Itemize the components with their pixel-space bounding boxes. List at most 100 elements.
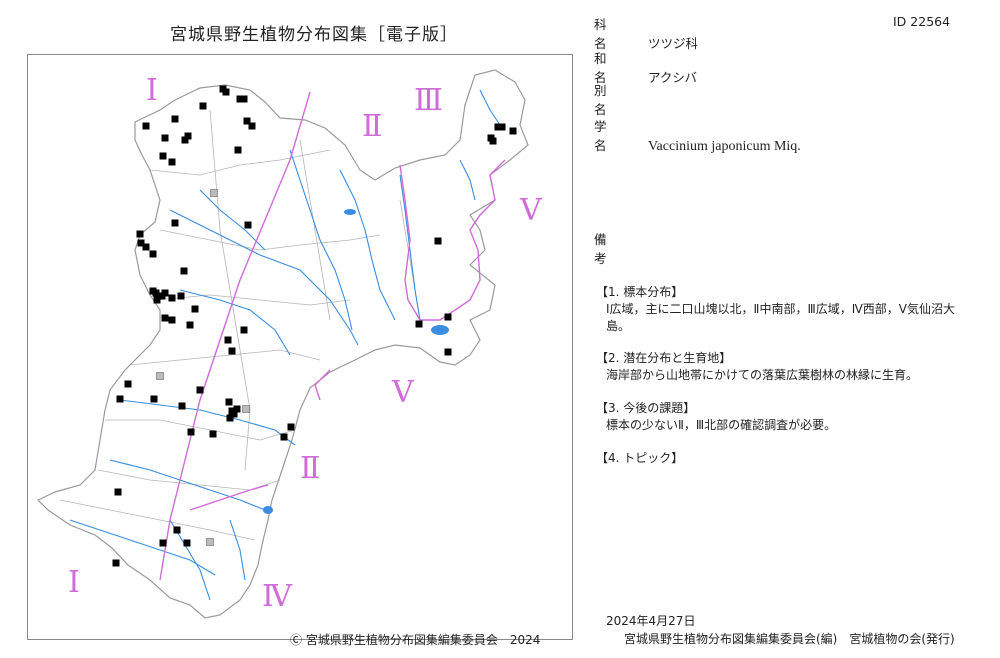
specimen-marker — [116, 395, 124, 403]
specimen-marker — [177, 292, 185, 300]
specimen-marker — [161, 134, 169, 142]
uncertain-marker — [242, 405, 250, 413]
uncertain-marker — [156, 372, 164, 380]
specimen-marker — [230, 410, 238, 418]
specimen-marker — [137, 239, 145, 247]
specimen-marker — [159, 539, 167, 547]
specimen-marker — [142, 122, 150, 130]
specimen-marker — [434, 237, 442, 245]
specimen-marker — [171, 115, 179, 123]
japanese-name-row: 和 名アクシバ — [594, 48, 697, 86]
specimen-marker — [225, 398, 233, 406]
specimen-marker — [444, 313, 452, 321]
notes-row: 備 考 — [594, 229, 648, 267]
specimen-marker — [228, 347, 236, 355]
specimen-marker — [153, 296, 161, 304]
notes-label: 備 考 — [594, 232, 615, 266]
region-label-v-east: Ⅴ — [519, 193, 543, 228]
map-title: 宮城県野生植物分布図集［電子版］ — [170, 25, 458, 45]
section-habitat: 【2. 潜在分布と生育地】 海岸部から山地帯にかけての落葉広葉樹林の林縁に生育。 — [596, 350, 976, 384]
family-row: 科 名ツツジ科 — [594, 14, 698, 52]
specimen-marker — [498, 123, 506, 131]
specimen-marker — [226, 414, 234, 422]
specimen-marker — [142, 243, 150, 251]
specimen-marker — [240, 95, 248, 103]
footer-publisher: 宮城県野生植物分布図集編集委員会(編) 宮城植物の会(発行) — [624, 632, 955, 646]
specimen-marker — [287, 423, 295, 431]
specimen-marker — [161, 289, 169, 297]
specimen-marker — [168, 158, 176, 166]
specimen-marker — [187, 428, 195, 436]
region-label-i-north: Ⅰ — [146, 73, 158, 108]
section-specimen-distribution: 【1. 標本分布】 Ⅰ広域，主に二口山塊以北，Ⅱ中南部，Ⅲ広域，Ⅳ西部，Ⅴ気仙沼… — [596, 284, 976, 335]
specimen-marker — [244, 221, 252, 229]
specimen-marker — [240, 326, 248, 334]
family-label: 科 名 — [594, 17, 615, 51]
region-label-iv: Ⅳ — [262, 579, 293, 614]
specimen-marker — [509, 127, 517, 135]
region-label-v-south: Ⅴ — [391, 375, 415, 410]
specimen-marker — [114, 488, 122, 496]
specimen-marker — [494, 123, 502, 131]
specimen-marker — [415, 320, 423, 328]
map-frame — [27, 54, 573, 640]
specimen-marker — [168, 316, 176, 324]
specimen-marker — [171, 219, 179, 227]
specimen-marker — [159, 152, 167, 160]
specimen-marker — [173, 526, 181, 534]
specimen-marker — [124, 380, 132, 388]
lake — [263, 506, 273, 514]
japanese-name-label: 和 名 — [594, 51, 615, 85]
section-body: Ⅰ広域，主に二口山塊以北，Ⅱ中南部，Ⅲ広域，Ⅳ西部，Ⅴ気仙沼大島。 — [606, 302, 956, 333]
section-heading: 【2. 潜在分布と生育地】 — [596, 351, 732, 365]
specimen-marker — [234, 146, 242, 154]
specimen-marker — [248, 122, 256, 130]
specimen-marker — [209, 430, 217, 438]
section-heading: 【3. 今後の課題】 — [596, 401, 696, 415]
uncertain-marker — [210, 189, 218, 197]
region-label-ii-north: Ⅱ — [362, 109, 382, 144]
uncertain-marker — [206, 538, 214, 546]
specimen-marker — [186, 321, 194, 329]
scientific-name-row: 学 名 Vaccinium japonicum Miq. — [594, 116, 801, 155]
section-body: 海岸部から山地帯にかけての落葉広葉樹林の林縁に生育。 — [606, 368, 919, 382]
specimen-marker — [199, 102, 207, 110]
specimen-marker — [196, 386, 204, 394]
copyright: Ⓒ 宮城県野生植物分布図集編集委員会 2024 — [290, 633, 541, 647]
specimen-marker — [180, 267, 188, 275]
lake — [344, 209, 356, 215]
specimen-marker — [224, 336, 232, 344]
section-topics: 【4. トピック】 — [596, 450, 976, 467]
region-boundaries — [159, 91, 506, 581]
specimen-marker — [184, 132, 192, 140]
specimen-marker — [236, 95, 244, 103]
specimen-markers — [112, 85, 517, 567]
specimen-marker — [168, 294, 176, 302]
specimen-marker — [489, 137, 497, 145]
scientific-name-label: 学 名 — [594, 119, 615, 153]
footer-date: 2024年4月27日 — [606, 614, 696, 628]
specimen-marker — [444, 348, 452, 356]
region-label-i-south: Ⅰ — [68, 565, 80, 600]
specimen-marker — [183, 539, 191, 547]
specimen-marker — [136, 230, 144, 238]
section-heading: 【4. トピック】 — [596, 451, 684, 465]
specimen-marker — [150, 395, 158, 403]
specimen-marker — [181, 136, 189, 144]
region-label-iii: Ⅲ — [414, 83, 443, 118]
scientific-name-value: Vaccinium japonicum Miq. — [648, 139, 801, 154]
specimen-marker — [243, 117, 251, 125]
specimen-marker — [222, 88, 230, 96]
section-heading: 【1. 標本分布】 — [596, 285, 684, 299]
section-future-tasks: 【3. 今後の課題】 標本の少ないⅡ，Ⅲ北部の確認調査が必要。 — [596, 400, 976, 434]
section-body: 標本の少ないⅡ，Ⅲ北部の確認調査が必要。 — [606, 418, 837, 432]
specimen-marker — [161, 314, 169, 322]
specimen-marker — [152, 289, 160, 297]
lake — [431, 325, 449, 335]
alt-name-label: 別 名 — [594, 83, 615, 117]
region-label-ii-south: Ⅱ — [300, 451, 320, 486]
distribution-map: Ⅰ Ⅱ Ⅲ Ⅴ Ⅴ Ⅱ Ⅰ Ⅳ — [36, 69, 543, 619]
specimen-marker — [233, 405, 241, 413]
alt-name-row: 別 名 — [594, 80, 648, 118]
id-text: ID 22564 — [893, 14, 951, 29]
